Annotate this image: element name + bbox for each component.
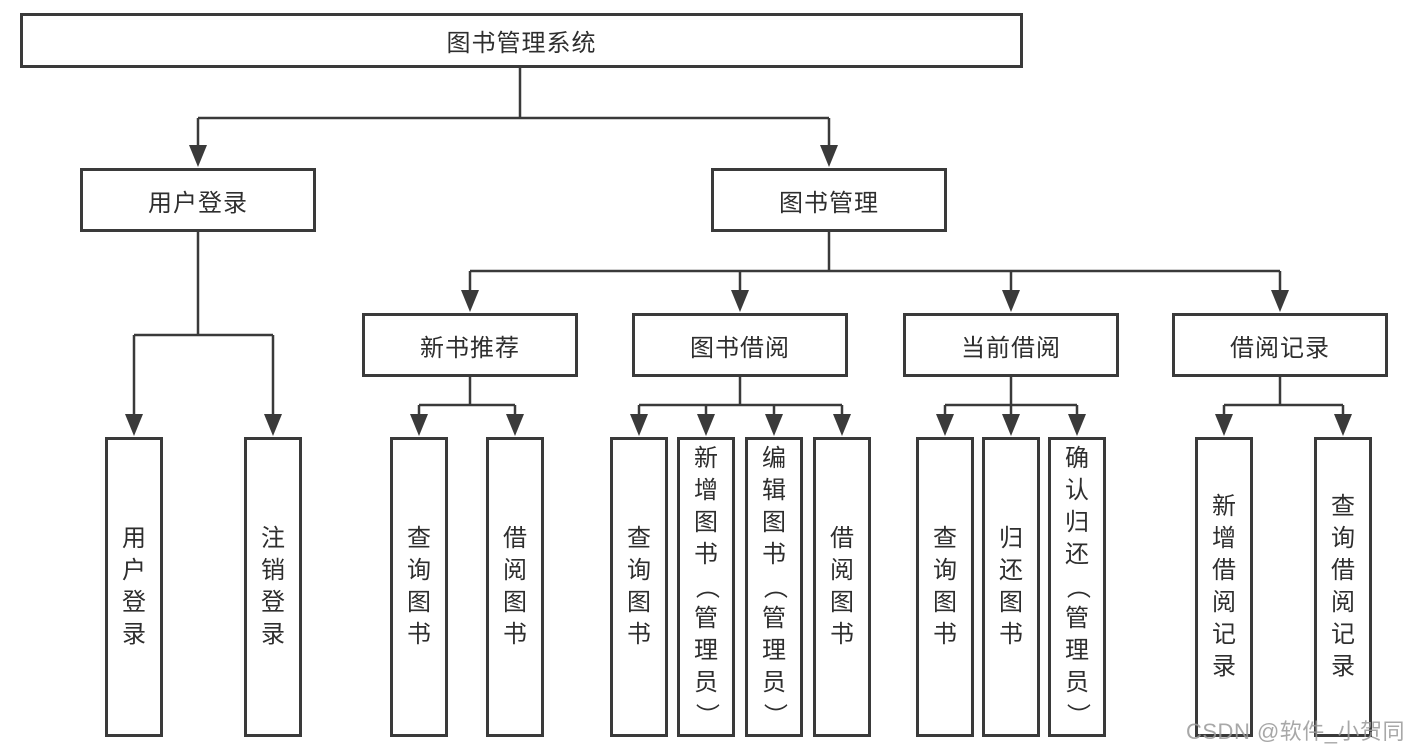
arrowhead (1334, 414, 1352, 436)
leaf-records-add-record: 新增借阅记录 (1195, 437, 1253, 737)
arrowhead (189, 145, 207, 167)
node-current-borrow: 当前借阅 (903, 313, 1119, 377)
arrowhead (936, 414, 954, 436)
node-borrow-records: 借阅记录 (1172, 313, 1388, 377)
leaf-newbook-borrow-books: 借阅图书 (486, 437, 544, 737)
leaf-borrow-query-books: 查询图书 (610, 437, 668, 737)
leaf-borrow-borrow-books: 借阅图书 (813, 437, 871, 737)
arrowhead (1002, 414, 1020, 436)
arrowhead (1002, 290, 1020, 312)
node-user-login: 用户登录 (80, 168, 316, 232)
arrowhead (630, 414, 648, 436)
leaf-logout: 注销登录 (244, 437, 302, 737)
arrowhead (461, 290, 479, 312)
arrowhead (1215, 414, 1233, 436)
leaf-records-query-record: 查询借阅记录 (1314, 437, 1372, 737)
leaf-borrow-edit-books-admin: 编辑图书（管理员） (745, 437, 803, 737)
arrowhead (410, 414, 428, 436)
arrowhead (765, 414, 783, 436)
arrowhead (820, 145, 838, 167)
watermark-csdn: CSDN @软件_小贺同学 (1186, 719, 1405, 744)
arrowhead-group (125, 145, 1352, 436)
arrowhead (264, 414, 282, 436)
leaf-user-login: 用户登录 (105, 437, 163, 737)
arrowhead (697, 414, 715, 436)
node-new-book-recommend: 新书推荐 (362, 313, 578, 377)
leaf-current-return-books: 归还图书 (982, 437, 1040, 737)
leaf-borrow-add-books-admin: 新增图书（管理员） (677, 437, 735, 737)
arrowhead (1271, 290, 1289, 312)
arrowhead (1068, 414, 1086, 436)
arrowhead (833, 414, 851, 436)
arrowhead (125, 414, 143, 436)
node-book-management: 图书管理 (711, 168, 947, 232)
node-library-system: 图书管理系统 (20, 13, 1023, 68)
arrowhead (731, 290, 749, 312)
leaf-current-query-books: 查询图书 (916, 437, 974, 737)
connector-paths (132, 68, 1345, 417)
leaf-current-confirm-return-admin: 确认归还（管理员） (1048, 437, 1106, 737)
arrowhead (506, 414, 524, 436)
leaf-newbook-query-books: 查询图书 (390, 437, 448, 737)
node-book-borrow: 图书借阅 (632, 313, 848, 377)
